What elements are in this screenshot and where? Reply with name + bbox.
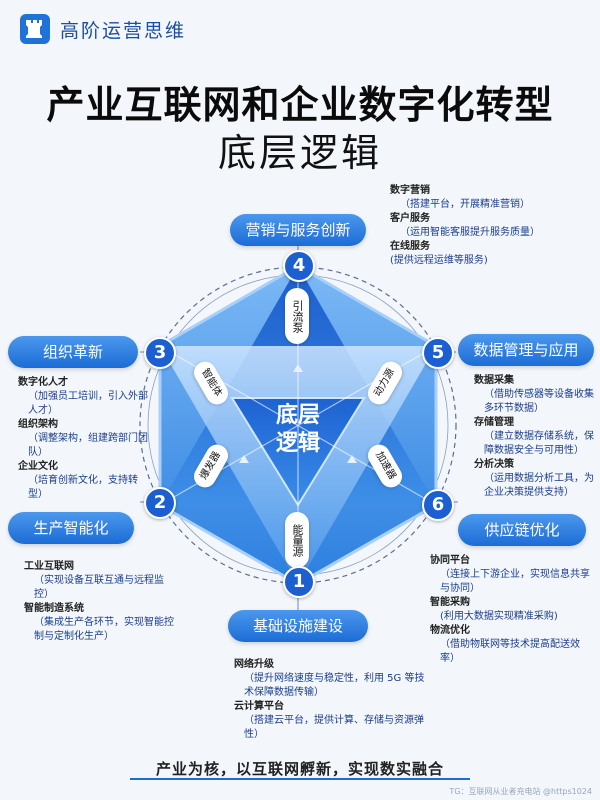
annotation-head: 智能采购 bbox=[430, 597, 470, 608]
annotation-organization: 数字化人才 （加强员工培训，引入外部人才） 组织架构 （调整架构，组建跨部门团队… bbox=[18, 376, 148, 502]
annotation-head: 智能制造系统 bbox=[24, 603, 84, 614]
annotation-head: 网络升级 bbox=[234, 659, 274, 670]
node-label-data-management: 数据管理与应用 bbox=[458, 334, 594, 366]
node-label-production: 生产智能化 bbox=[8, 512, 134, 544]
node-number-5: 5 bbox=[422, 337, 454, 369]
annotation-desc: （提升网络速度与稳定性，利用 5G 等技术保障数据传输） bbox=[244, 673, 425, 698]
annotation-desc: （实现设备互联互通与远程监控） bbox=[34, 575, 164, 600]
node-label-marketing: 营销与服务创新 bbox=[230, 214, 366, 246]
annotation-desc: （连接上下游企业，实现信息共享与协同） bbox=[440, 569, 590, 594]
footer-divider bbox=[130, 778, 470, 780]
tag-energy-source: 能量源 bbox=[285, 512, 309, 568]
annotation-desc: （集成生产各环节，实现智能控制与定制化生产） bbox=[34, 617, 174, 642]
annotation-head: 工业互联网 bbox=[24, 561, 74, 572]
node-number-2: 2 bbox=[144, 487, 176, 519]
annotation-head: 分析决策 bbox=[474, 459, 514, 470]
node-label-supply-chain: 供应链优化 bbox=[458, 514, 586, 546]
annotation-desc: （运用数据分析工具，为企业决策提供支持） bbox=[484, 473, 594, 498]
node-number-4: 4 bbox=[283, 250, 315, 282]
annotation-head: 在线服务 bbox=[390, 241, 430, 252]
annotation-production: 工业互联网 （实现设备互联互通与远程监控） 智能制造系统 （集成生产各环节，实现… bbox=[24, 560, 174, 644]
annotation-desc: （借助传感器等设备收集多环节数据） bbox=[484, 389, 594, 414]
chess-rook-icon bbox=[20, 14, 50, 44]
annotation-desc: （搭建云平台，提供计算、存储与资源弹性） bbox=[244, 715, 424, 740]
center-label-line1: 底层 bbox=[275, 403, 320, 428]
annotation-marketing: 数字营销 （搭建平台，开展精准营销） 客户服务 （运用智能客服提升服务质量） 在… bbox=[390, 184, 590, 268]
annotation-desc: （建立数据存储系统，保障数据安全与可用性） bbox=[484, 431, 594, 456]
node-number-3: 3 bbox=[144, 337, 176, 369]
annotation-desc: （借助物联网等技术提高配送效率） bbox=[440, 639, 580, 664]
node-number-6: 6 bbox=[422, 489, 454, 521]
watermark: TG：互联网从业者充电站 @https1024 bbox=[449, 787, 592, 796]
annotation-head: 云计算平台 bbox=[234, 701, 284, 712]
annotation-desc: （搭建平台，开展精准营销） bbox=[400, 199, 530, 210]
node-number-1: 1 bbox=[283, 566, 315, 598]
annotation-head: 数字营销 bbox=[390, 185, 430, 196]
annotation-desc: (提供远程运维等服务) bbox=[390, 255, 488, 266]
annotation-head: 组织架构 bbox=[18, 419, 58, 430]
annotation-head: 客户服务 bbox=[390, 213, 430, 224]
annotation-head: 协同平台 bbox=[430, 555, 470, 566]
annotation-desc: （调整架构，组建跨部门团队） bbox=[28, 433, 148, 458]
annotation-head: 存储管理 bbox=[474, 417, 514, 428]
page-subtitle: 底层逻辑 bbox=[217, 131, 382, 175]
annotation-desc: （加强员工培训，引入外部人才） bbox=[28, 391, 148, 416]
node-label-organization: 组织革新 bbox=[8, 336, 138, 368]
annotation-head: 数字化人才 bbox=[18, 377, 68, 388]
annotation-head: 物流优化 bbox=[430, 625, 470, 636]
center-label-line2: 逻辑 bbox=[275, 431, 320, 456]
center-label: 底层 逻辑 bbox=[248, 402, 348, 458]
node-label-infrastructure: 基础设施建设 bbox=[228, 610, 368, 642]
annotation-desc: （运用智能客服提升服务质量） bbox=[400, 227, 540, 238]
annotation-desc: （培育创新文化，支持转型） bbox=[28, 475, 138, 500]
annotation-desc: (利用大数据实现精准采购) bbox=[440, 611, 558, 622]
footer-slogan: 产业为核，以互联网孵新，实现数实融合 bbox=[155, 760, 444, 778]
annotation-head: 数据采集 bbox=[474, 375, 514, 386]
annotation-supply-chain: 协同平台 （连接上下游企业，实现信息共享与协同） 智能采购 (利用大数据实现精准… bbox=[430, 554, 594, 666]
page-title: 产业互联网和企业数字化转型 bbox=[46, 83, 554, 127]
annotation-head: 企业文化 bbox=[18, 461, 58, 472]
annotation-data-management: 数据采集 （借助传感器等设备收集多环节数据） 存储管理 （建立数据存储系统，保障… bbox=[474, 374, 596, 500]
brand: 高阶运营思维 bbox=[20, 14, 186, 44]
outer-dashed-ring bbox=[139, 266, 457, 584]
tag-traffic-pump: 引流泵 bbox=[285, 288, 309, 344]
annotation-infrastructure: 网络升级 （提升网络速度与稳定性，利用 5G 等技术保障数据传输） 云计算平台 … bbox=[234, 658, 434, 742]
brand-name: 高阶运营思维 bbox=[60, 19, 187, 42]
